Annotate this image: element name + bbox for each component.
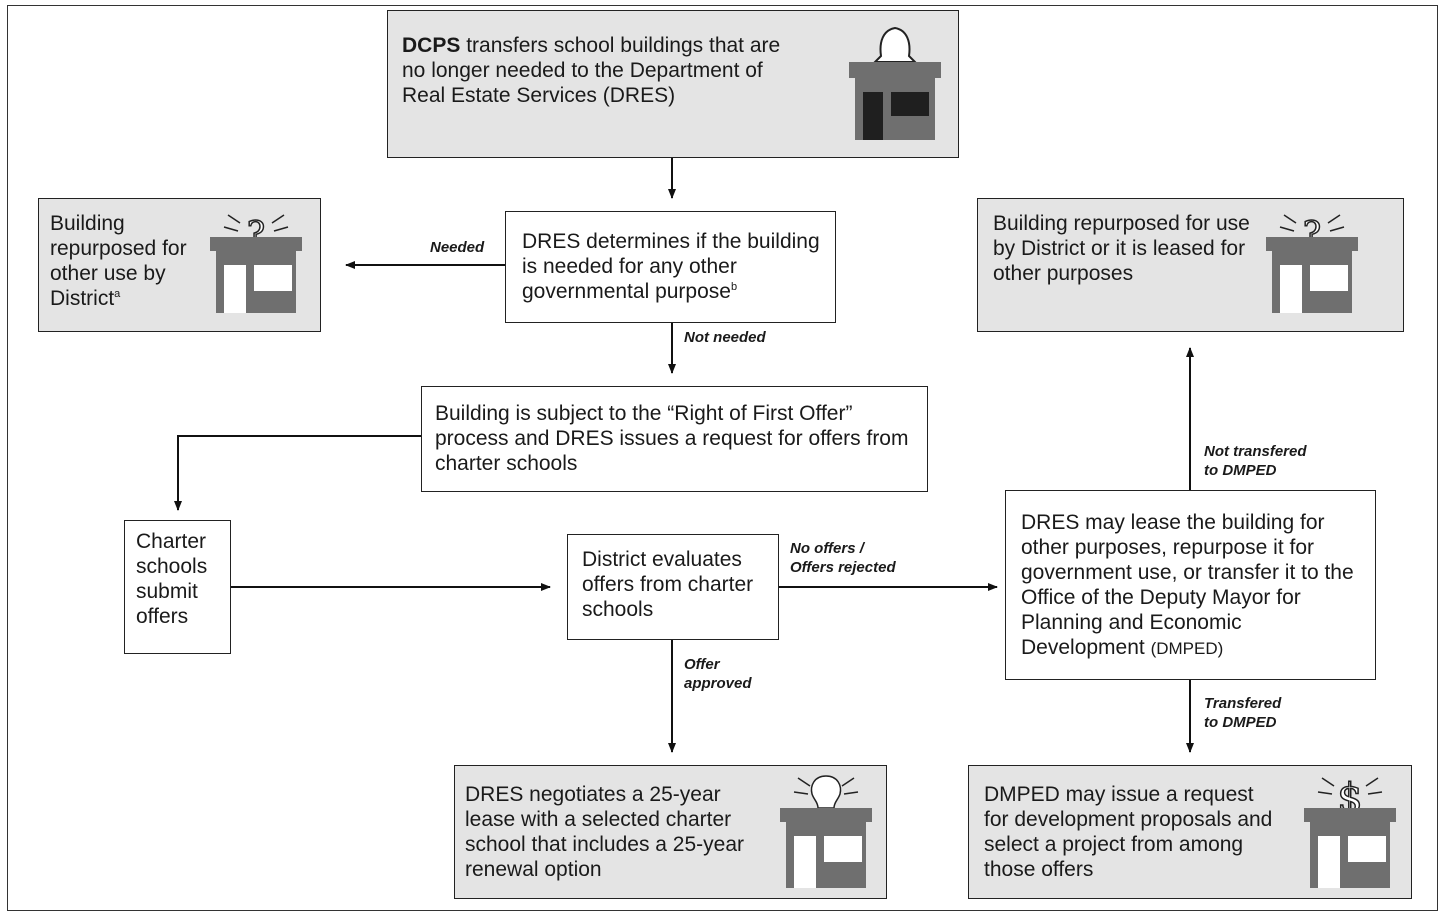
dres-determines-text: DRES determines if the building is neede…	[522, 230, 820, 303]
right-of-first-offer-text: Building is subject to the “Right of Fir…	[435, 402, 909, 475]
dres-may-lease-text: DRES may lease the building for other pu…	[1021, 511, 1354, 659]
box-charter-submit: Charter schools submit offers	[124, 520, 231, 654]
dmped-issue-text: DMPED may issue a request for developmen…	[984, 783, 1273, 881]
question-building-icon: ?	[210, 213, 302, 313]
dcps-label: DCPS	[402, 34, 461, 57]
label-transfered: Transfered to DMPED	[1204, 695, 1282, 731]
dollar-building-icon: $	[1304, 775, 1396, 888]
footnote-a: a	[114, 288, 121, 300]
diagram-frame	[7, 5, 1438, 911]
box-right-of-first-offer: Building is subject to the “Right of Fir…	[421, 386, 928, 492]
label-not-needed: Not needed	[684, 329, 766, 346]
box-dres-may-lease: DRES may lease the building for other pu…	[1005, 490, 1376, 680]
question-building-icon: ?	[1266, 213, 1358, 313]
box-dres-determines: DRES determines if the building is neede…	[505, 211, 836, 323]
label-no-offers: No offers / Offers rejected	[790, 540, 896, 576]
label-needed: Needed	[430, 239, 485, 256]
district-evaluates-text: District evaluates offers from charter s…	[582, 548, 754, 621]
box-district-evaluates: District evaluates offers from charter s…	[567, 534, 779, 640]
dres-negotiates-text: DRES negotiates a 25-year lease with a s…	[465, 783, 744, 881]
label-not-transfered: Not transfered to DMPED	[1204, 443, 1307, 479]
dcps-text: transfers school buildings that are no l…	[402, 34, 781, 107]
repurposed-leased-text: Building repurposed for use by District …	[993, 212, 1250, 285]
dmped-abbrev: (DMPED)	[1150, 639, 1224, 658]
label-offer-approved: Offer approved	[684, 656, 752, 692]
lightbulb-building-icon	[780, 775, 872, 888]
repurposed-district-text: Building repurposed for other use by Dis…	[50, 212, 187, 310]
footnote-b: b	[730, 281, 738, 293]
arrow-to-charter	[174, 435, 421, 511]
bell-building-icon	[849, 26, 941, 140]
charter-submit-text: Charter schools submit offers	[136, 530, 208, 628]
